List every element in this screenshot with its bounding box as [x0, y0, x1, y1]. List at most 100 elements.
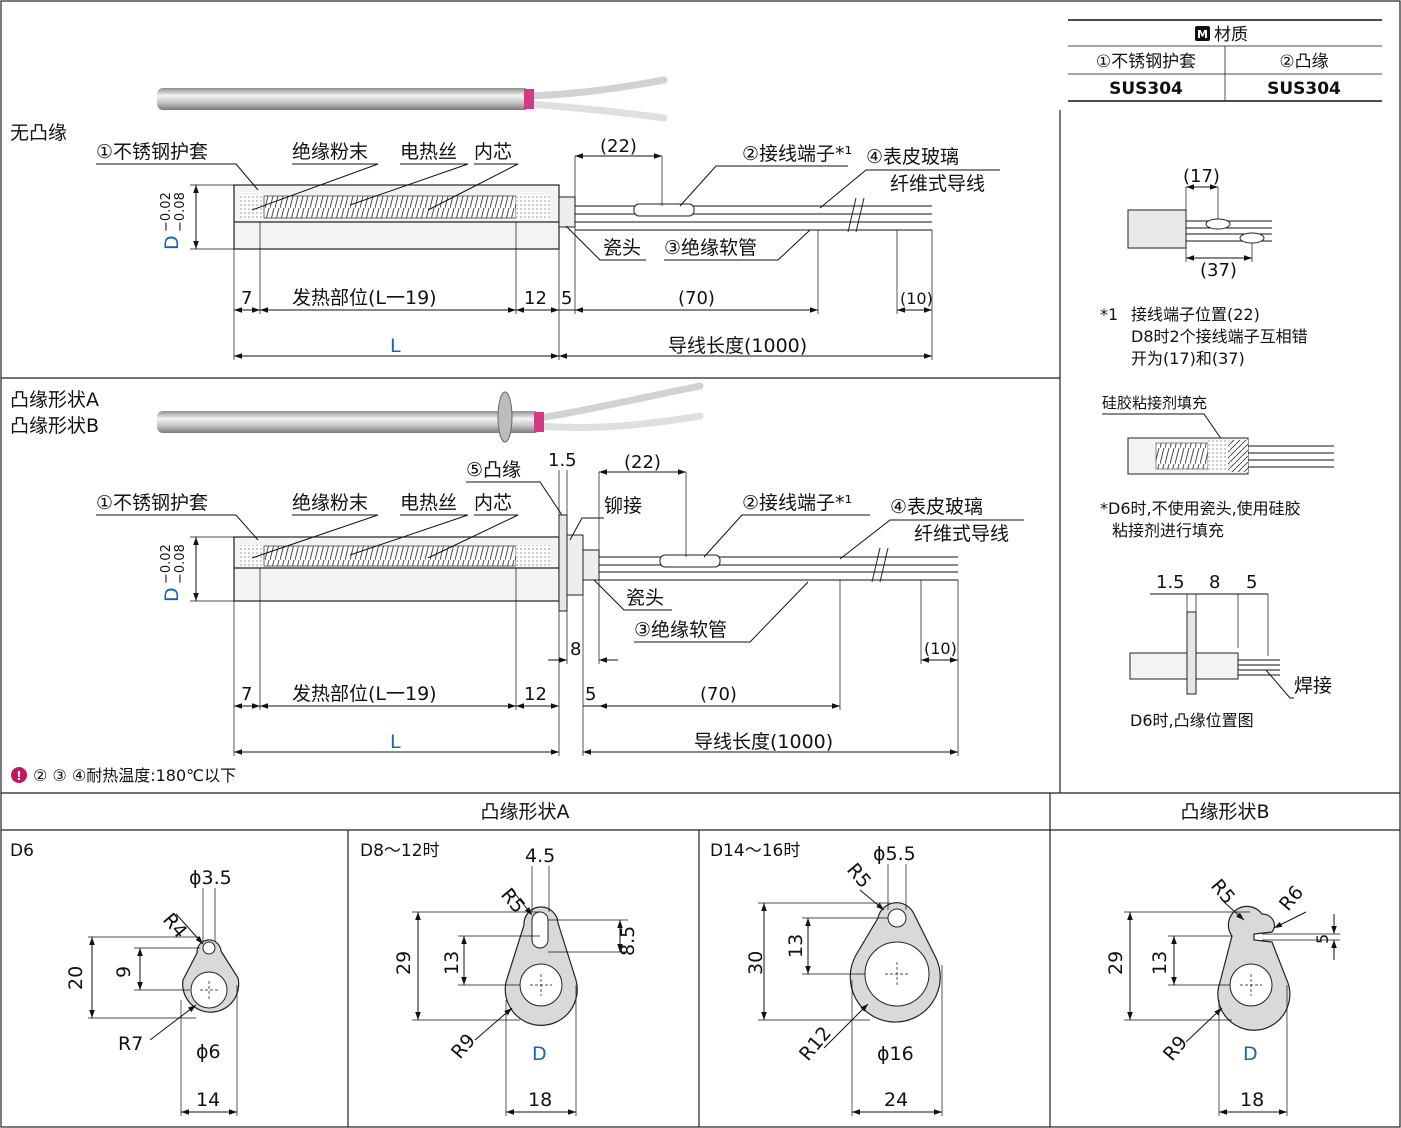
callout-core-2: 内芯: [474, 492, 512, 514]
dim-5-1: 5: [561, 288, 572, 309]
callout-core-1: 内芯: [474, 141, 512, 163]
callout-powder-2: 绝缘粉末: [292, 492, 368, 514]
dim-12-2: 12: [524, 684, 547, 705]
p3-phi-small: ϕ5.5: [873, 843, 916, 865]
callout-wire-2: 电热丝: [400, 492, 457, 514]
dim-10-1: (10): [900, 289, 933, 308]
p3-r-big: R12: [795, 1022, 836, 1065]
title-flange-b: 凸缘形状B: [10, 415, 99, 437]
p3-h-center: 13: [785, 934, 807, 958]
dim-L-2: L: [390, 731, 401, 753]
note1-mark: *1: [1100, 305, 1118, 324]
callout-rivet: 铆接: [604, 495, 642, 517]
dim-heating-2: 发热部位(L一19): [292, 683, 437, 705]
material-icon-letter: M: [1197, 28, 1208, 41]
p4-r-big: R9: [1159, 1032, 1192, 1066]
tol-upper-2: −0.02: [159, 544, 174, 584]
dim-L-1: L: [390, 335, 401, 357]
material-table: M 材质 ①不锈钢护套 ②凸缘 SUS304 SUS304: [1068, 19, 1382, 102]
callout-glass-2b: 纤维式导线: [914, 523, 1009, 545]
panel1-title: D6: [10, 841, 34, 861]
callout-powder-1: 绝缘粉末: [292, 141, 368, 163]
callout-sheath-2: ①不锈钢护套: [96, 492, 208, 514]
heat-warning-icon: [11, 767, 27, 783]
title-flange-a: 凸缘形状A: [10, 389, 99, 411]
dim-1-5: 1.5: [548, 450, 577, 471]
p2-hole: D: [532, 1043, 547, 1065]
callout-terminal-1: ②接线端子*¹: [742, 143, 852, 165]
p4-h-center: 13: [1149, 951, 1171, 975]
callout-terminal-2: ②接线端子*¹: [742, 492, 852, 514]
dim-heating-1: 发热部位(L一19): [292, 287, 437, 309]
no-flange-section: 无凸缘 D −0.02 −0.08 ①不锈钢护套 绝缘粉末 电热丝 内芯 (22…: [10, 76, 1000, 360]
panel-d6: D6 ϕ3.5 R4 20 9 R7 ϕ6 14: [10, 841, 240, 1116]
dim-37: (37): [1200, 260, 1237, 281]
callout-glass-1a: ④表皮玻璃: [866, 146, 959, 168]
dim-7-1: 7: [241, 288, 252, 309]
p1-h-center: 9: [113, 966, 135, 978]
p2-h-center: 13: [441, 951, 463, 975]
material-col-flange: ②凸缘: [1279, 52, 1328, 72]
panel3-title: D14～16时: [710, 841, 800, 861]
p4-r-small: R5: [1206, 875, 1239, 909]
note2-line1: *D6时,不使用瓷头,使用硅胶: [1100, 499, 1301, 518]
p1-phi-big: ϕ6: [196, 1041, 221, 1063]
dim-lead-2: 导线长度(1000): [694, 731, 833, 753]
p4-notch-w: 5: [1313, 934, 1332, 944]
callout-glass-2a: ④表皮玻璃: [890, 496, 983, 518]
p2-slot: 4.5: [525, 845, 555, 867]
p2-width: 18: [528, 1089, 552, 1111]
diameter-label-2: D: [161, 587, 183, 602]
dim-lead-1: 导线长度(1000): [668, 335, 807, 357]
heat-note: ② ③ ④耐热温度:180℃以下: [33, 766, 236, 785]
title-no-flange: 无凸缘: [10, 122, 67, 144]
callout-glass-1b: 纤维式导线: [890, 173, 985, 195]
p4-hole: D: [1243, 1043, 1258, 1065]
callout-ceramic-1: 瓷头: [603, 237, 641, 259]
p1-width: 14: [196, 1089, 220, 1111]
material-value-sheath: SUS304: [1109, 79, 1183, 99]
panel-d14-16: D14～16时 ϕ5.5 R5 30 13 R12 ϕ16 24: [710, 841, 943, 1116]
silicone-label: 硅胶粘接剂填充: [1102, 394, 1207, 412]
tol-lower-2: −0.08: [173, 544, 188, 584]
p4-width: 18: [1240, 1089, 1264, 1111]
flange-section: 凸缘形状A 凸缘形状B D −0.02 −0.08 ⑤凸缘 1.5 铆接 (22…: [10, 382, 1024, 785]
heater-photo-2: [157, 382, 704, 443]
material-col-sheath: ①不锈钢护套: [1096, 52, 1196, 72]
d6-caption: D6时,凸缘位置图: [1130, 711, 1254, 730]
dim-8-2: 8: [570, 639, 581, 660]
callout-sheath-1: ①不锈钢护套: [96, 141, 208, 163]
dim-22-2: (22): [624, 452, 661, 473]
svg-text:!: !: [16, 769, 21, 783]
p1-r-big: R7: [118, 1033, 143, 1055]
header-flange-b: 凸缘形状B: [1180, 801, 1269, 823]
p4-h-total: 29: [1105, 951, 1127, 975]
p2-r-big: R9: [447, 1030, 480, 1064]
p2-r-small: R5: [496, 884, 529, 918]
callout-tube-2: ③绝缘软管: [634, 619, 727, 641]
note2-line2: 粘接剂进行填充: [1112, 521, 1224, 540]
p4-r-notch: R6: [1275, 882, 1308, 916]
callout-wire-1: 电热丝: [400, 141, 457, 163]
callout-flange: ⑤凸缘: [466, 459, 521, 481]
p3-r-small: R5: [842, 859, 875, 893]
tol-upper-1: −0.02: [159, 192, 174, 232]
material-header: 材质: [1214, 25, 1248, 45]
side-panel: (17) (37) *1 接线端子位置(22) D8时2个接线端子互相错 开为(…: [1100, 166, 1334, 730]
p1-h-total: 20: [65, 966, 87, 990]
panel-flange-b: R5 R6 5 29 13 R9 D 18: [1105, 875, 1340, 1116]
dim-17: (17): [1183, 166, 1220, 187]
note1-line3: 开为(17)和(37): [1131, 349, 1245, 368]
d6-dim-8: 8: [1209, 572, 1220, 593]
material-value-flange: SUS304: [1267, 79, 1341, 99]
callout-ceramic-2: 瓷头: [626, 587, 664, 609]
note1-line2: D8时2个接线端子互相错: [1131, 327, 1308, 346]
weld-label: 焊接: [1294, 675, 1332, 697]
dim-70-2: (70): [700, 684, 737, 705]
dim-12-1: 12: [524, 288, 547, 309]
panel2-title: D8～12时: [360, 841, 440, 861]
p2-h-total: 29: [393, 951, 415, 975]
heater-photo-1: [157, 76, 668, 122]
